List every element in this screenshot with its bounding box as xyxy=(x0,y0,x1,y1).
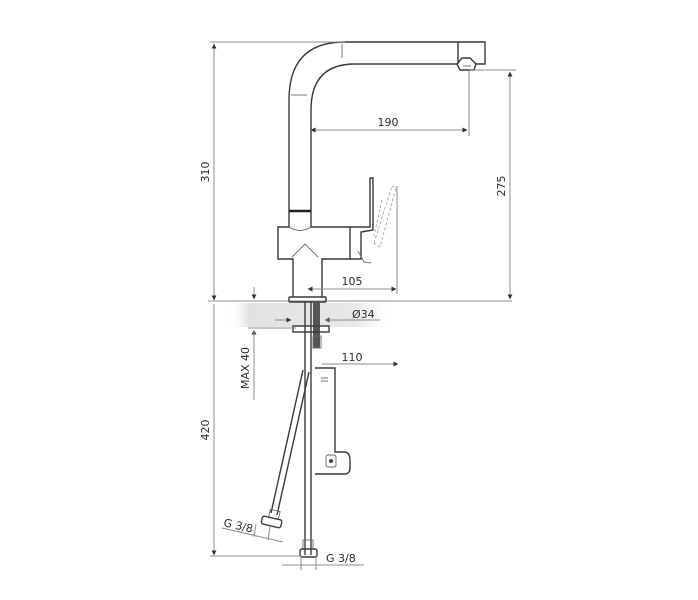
dimension-connection-left: G 3/8 xyxy=(221,516,284,543)
dim-label-max-40: MAX 40 xyxy=(239,347,252,389)
dim-label-110: 110 xyxy=(342,351,363,364)
dim-label-g38-straight: G 3/8 xyxy=(326,552,356,565)
dim-label-105: 105 xyxy=(342,275,363,288)
dimension-total-height: 310 xyxy=(199,41,345,301)
dimension-spout-reach: 190 xyxy=(310,70,470,136)
dim-label-310: 310 xyxy=(199,162,212,183)
dimension-connection-right: G 3/8 xyxy=(282,552,364,570)
dimension-hose-offset: 110 xyxy=(322,351,399,367)
dimension-handle-reach: 105 xyxy=(307,186,398,294)
dimension-spout-height: 275 xyxy=(470,69,516,300)
dim-label-g38-angled: G 3/8 xyxy=(222,516,254,535)
dimension-hose-length: 420 xyxy=(199,304,302,557)
mounting-assembly xyxy=(260,302,351,558)
faucet-body xyxy=(277,41,486,303)
dimension-mount-hole: Ø34 xyxy=(275,308,380,323)
dim-label-190: 190 xyxy=(378,116,399,129)
dimension-max-thickness: MAX 40 xyxy=(239,287,296,400)
dim-label-diameter-34: Ø34 xyxy=(352,308,375,321)
dim-label-275: 275 xyxy=(495,176,508,197)
dim-label-420: 420 xyxy=(199,420,212,441)
